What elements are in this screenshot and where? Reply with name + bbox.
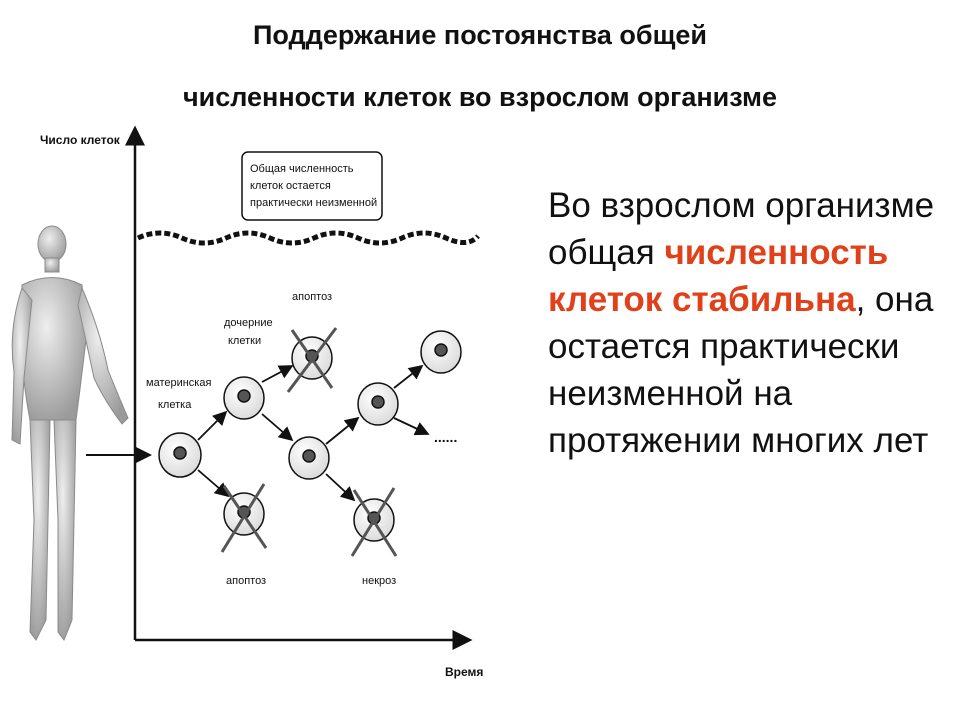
cell-top-right — [420, 330, 462, 374]
x-axis-label: Время — [445, 665, 483, 679]
body-text-part-1: Во взрослом организме общая — [548, 186, 935, 272]
body-text-highlight: численность клеток стабильна — [548, 233, 889, 319]
daughter-cells-label-2: клетки — [228, 335, 261, 347]
mother-cell — [158, 432, 202, 478]
continuation-dots: ...... — [434, 429, 457, 445]
y-axis-label: Число клеток — [40, 133, 121, 147]
slide-title-line-2: численности клеток во взрослом организме — [182, 82, 778, 112]
necrosis-label: некроз — [362, 575, 396, 587]
mother-cell-label-2: клетка — [158, 399, 192, 411]
constant-level-line — [136, 230, 480, 246]
daughter-cell-lower — [288, 436, 330, 480]
body-text-part-2: , она остается практически неизменной на… — [548, 280, 934, 460]
slide-title-line-1: Поддержание постоянства общей — [253, 20, 707, 50]
note-box — [241, 151, 383, 221]
daughter-cells-label-1: дочерние — [224, 317, 273, 329]
cell-population-diagram: Число клеток Время Общая численность кле… — [0, 120, 500, 720]
human-figure-icon — [11, 225, 129, 642]
slide-body-text: Во взрослом организме общая численность … — [548, 182, 948, 464]
note-line-3: практически неизменной — [250, 197, 377, 209]
division-arrows — [197, 364, 430, 502]
note-line-2: клеток остается — [250, 180, 331, 192]
mother-cell-label-1: материнская — [146, 377, 211, 389]
apoptosis-label-bottom: апоптоз — [226, 575, 266, 587]
cell-death-cross-marks — [220, 327, 398, 557]
apoptosis-label-top: апоптоз — [292, 291, 332, 303]
note-line-1: Общая численность — [250, 163, 354, 175]
daughter-cell-upper — [223, 376, 265, 420]
cell-branch-upper — [357, 382, 399, 426]
